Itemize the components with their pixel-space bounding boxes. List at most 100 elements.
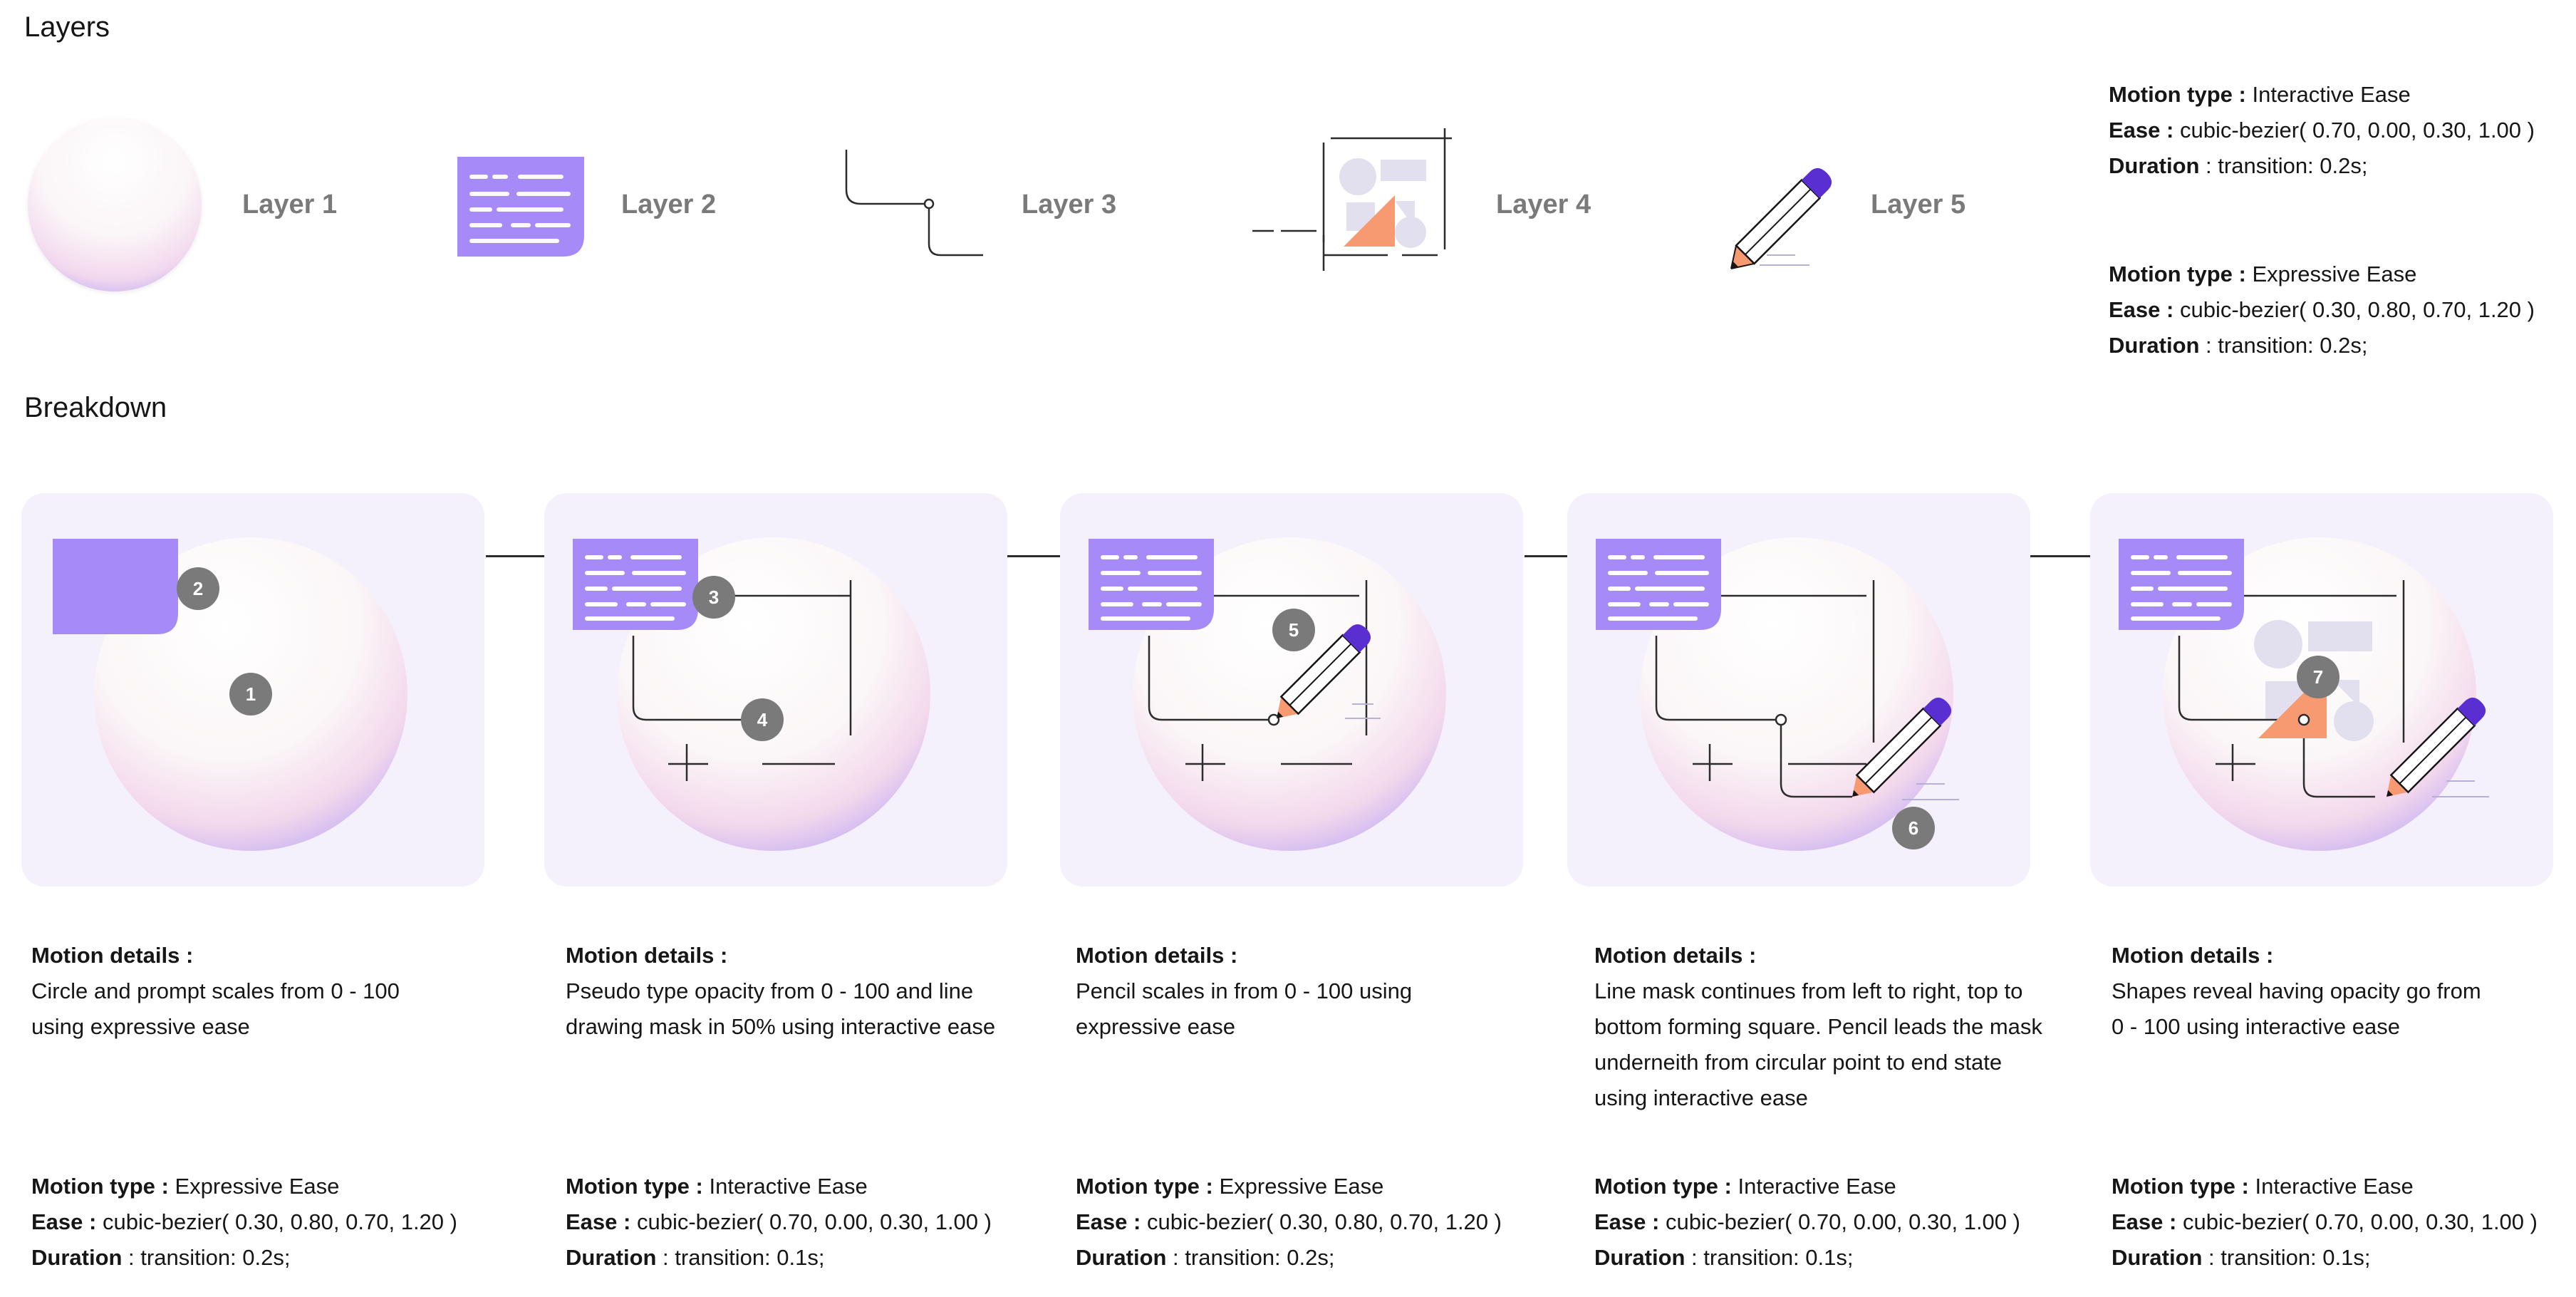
prompt-card-icon <box>457 157 586 258</box>
motion-details-1: Motion details : Circle and prompt scale… <box>31 938 400 1045</box>
motion-details-line: underneith from circular point to end st… <box>1594 1050 2003 1075</box>
motion-type-value: Interactive Ease <box>2248 1174 2414 1199</box>
motion-details-line: bottom forming square. Pencil leads the … <box>1594 1014 2042 1039</box>
motion-details-line: Pseudo type opacity from 0 - 100 and lin… <box>566 978 974 1003</box>
ease-value: cubic-bezier( 0.70, 0.00, 0.30, 1.00 ) <box>630 1209 992 1234</box>
motion-details-2: Motion details : Pseudo type opacity fro… <box>566 938 995 1045</box>
motion-details-line: Shapes reveal having opacity go from <box>2112 978 2481 1003</box>
shapes-grid-icon <box>1245 128 1459 278</box>
motion-details-line: drawing mask in 50% using interactive ea… <box>566 1014 996 1039</box>
layer-4-label: Layer 4 <box>1496 190 1591 219</box>
line-mask-icon <box>841 147 990 261</box>
duration-label: Duration <box>1076 1245 1167 1270</box>
ease-value: cubic-bezier( 0.30, 0.80, 0.70, 1.20 ) <box>96 1209 457 1234</box>
layer-1-label: Layer 1 <box>242 190 338 219</box>
motion-type-label: Motion type : <box>1076 1174 1213 1199</box>
ease-value: cubic-bezier( 0.30, 0.80, 0.70, 1.20 ) <box>2174 297 2535 322</box>
layer-2-label: Layer 2 <box>621 190 717 219</box>
duration-value: : transition: 0.1s; <box>1685 1245 1854 1270</box>
duration-label: Duration <box>2109 153 2200 178</box>
layer-3-label: Layer 3 <box>1022 190 1117 219</box>
duration-value: : transition: 0.2s; <box>2199 333 2368 358</box>
connector-line <box>2030 555 2090 557</box>
duration-value: : transition: 0.1s; <box>2202 1245 2371 1270</box>
motion-details-line: Pencil scales in from 0 - 100 using <box>1076 978 1413 1003</box>
ease-reference-expressive: Motion type : Expressive Ease Ease : cub… <box>2109 257 2535 363</box>
ease-value: cubic-bezier( 0.70, 0.00, 0.30, 1.00 ) <box>2174 118 2535 143</box>
step-marker: 5 <box>1272 609 1315 651</box>
motion-type-value: Interactive Ease <box>702 1174 868 1199</box>
ease-label: Ease : <box>1076 1209 1141 1234</box>
motion-type-value: Interactive Ease <box>1731 1174 1896 1199</box>
motion-spec-3: Motion type : Expressive Ease Ease : cub… <box>1076 1169 1502 1276</box>
motion-details-line: using expressive ease <box>31 1014 250 1039</box>
connector-line <box>1007 555 1060 557</box>
breakdown-card-1: 1 2 <box>21 493 484 887</box>
breakdown-card-3: 5 <box>1060 493 1523 887</box>
step-marker: 7 <box>2297 656 2339 698</box>
motion-details-label: Motion details : <box>2112 943 2274 968</box>
pencil-icon <box>1717 151 1838 279</box>
ease-value: cubic-bezier( 0.70, 0.00, 0.30, 1.00 ) <box>2176 1209 2538 1234</box>
ease-label: Ease : <box>1594 1209 1660 1234</box>
motion-details-line: 0 - 100 using interactive ease <box>2112 1014 2400 1039</box>
step-marker: 1 <box>229 673 272 715</box>
step-marker: 4 <box>741 698 784 741</box>
layers-title: Layers <box>24 11 110 43</box>
breakdown-card-4: 6 <box>1567 493 2030 887</box>
motion-details-line: expressive ease <box>1076 1014 1236 1039</box>
motion-type-label: Motion type : <box>31 1174 169 1199</box>
step-marker: 3 <box>692 576 735 619</box>
motion-details-label: Motion details : <box>31 943 194 968</box>
ease-label: Ease : <box>31 1209 97 1234</box>
duration-value: : transition: 0.2s; <box>122 1245 291 1270</box>
motion-details-label: Motion details : <box>566 943 728 968</box>
motion-type-label: Motion type : <box>1594 1174 1732 1199</box>
motion-details-label: Motion details : <box>1076 943 1238 968</box>
motion-details-5: Motion details : Shapes reveal having op… <box>2112 938 2481 1045</box>
motion-details-line: using interactive ease <box>1594 1085 1808 1110</box>
motion-details-line: Line mask continues from left to right, … <box>1594 978 2023 1003</box>
duration-label: Duration <box>566 1245 657 1270</box>
motion-type-value: Expressive Ease <box>168 1174 340 1199</box>
duration-label: Duration <box>31 1245 123 1270</box>
motion-spec-2: Motion type : Interactive Ease Ease : cu… <box>566 1169 992 1276</box>
duration-value: : transition: 0.2s; <box>2199 153 2368 178</box>
duration-value: : transition: 0.1s; <box>656 1245 825 1270</box>
motion-type-label: Motion type : <box>566 1174 703 1199</box>
duration-value: : transition: 0.2s; <box>1166 1245 1335 1270</box>
ease-label: Ease : <box>566 1209 631 1234</box>
circle-gradient-icon <box>26 115 204 294</box>
motion-spec-4: Motion type : Interactive Ease Ease : cu… <box>1594 1169 2020 1276</box>
breakdown-title: Breakdown <box>24 392 167 423</box>
motion-spec-5: Motion type : Interactive Ease Ease : cu… <box>2112 1169 2538 1276</box>
motion-type-label: Motion type : <box>2109 82 2246 107</box>
connector-line <box>486 555 544 557</box>
ease-label: Ease : <box>2112 1209 2177 1234</box>
ease-label: Ease : <box>2109 297 2174 322</box>
step-marker: 2 <box>177 567 219 610</box>
ease-value: cubic-bezier( 0.30, 0.80, 0.70, 1.20 ) <box>1141 1209 1502 1234</box>
ease-reference-interactive: Motion type : Interactive Ease Ease : cu… <box>2109 77 2535 184</box>
motion-details-4: Motion details : Line mask continues fro… <box>1594 938 2042 1116</box>
breakdown-card-5: 7 <box>2090 493 2553 887</box>
motion-type-label: Motion type : <box>2112 1174 2249 1199</box>
step-marker: 6 <box>1892 807 1935 849</box>
motion-type-value: Expressive Ease <box>2245 262 2417 286</box>
motion-details-label: Motion details : <box>1594 943 1757 968</box>
motion-details-3: Motion details : Pencil scales in from 0… <box>1076 938 1412 1045</box>
breakdown-card-2: 3 4 <box>544 493 1007 887</box>
ease-label: Ease : <box>2109 118 2174 143</box>
layer-5-label: Layer 5 <box>1871 190 1966 219</box>
duration-label: Duration <box>2109 333 2200 358</box>
duration-label: Duration <box>1594 1245 1686 1270</box>
duration-label: Duration <box>2112 1245 2203 1270</box>
motion-type-value: Expressive Ease <box>1212 1174 1384 1199</box>
motion-details-line: Circle and prompt scales from 0 - 100 <box>31 978 400 1003</box>
motion-type-label: Motion type : <box>2109 262 2246 286</box>
connector-line <box>1525 555 1567 557</box>
motion-spec-1: Motion type : Expressive Ease Ease : cub… <box>31 1169 457 1276</box>
motion-type-value: Interactive Ease <box>2245 82 2411 107</box>
ease-value: cubic-bezier( 0.70, 0.00, 0.30, 1.00 ) <box>1659 1209 2020 1234</box>
